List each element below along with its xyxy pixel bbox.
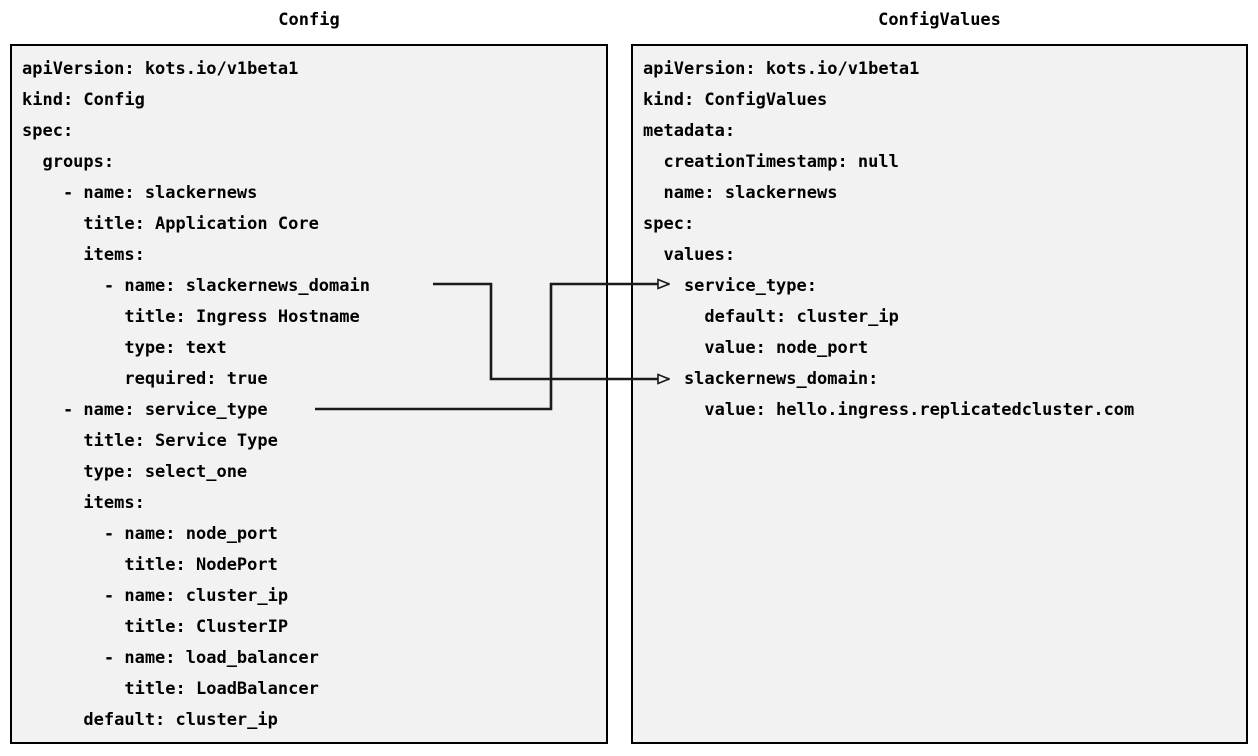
configvalues-yaml-line-1: kind: ConfigValues bbox=[643, 90, 828, 110]
configvalues-yaml-line-2: metadata: bbox=[643, 121, 736, 141]
config-yaml-line-1: kind: Config bbox=[22, 90, 145, 110]
config-yaml-text: apiVersion: kots.io/v1beta1 kind: Config s… bbox=[22, 54, 370, 736]
config-yaml-line-9: type: text bbox=[22, 338, 227, 358]
config-yaml-line-12: title: Service Type bbox=[22, 431, 278, 451]
config-yaml-line-15: - name: node_port bbox=[22, 524, 278, 544]
configvalues-yaml-line-3: creationTimestamp: null bbox=[643, 152, 899, 172]
configvalues-yaml-line-10: slackernews_domain: bbox=[643, 369, 879, 389]
configvalues-yaml-line-9: value: node_port bbox=[643, 338, 869, 358]
configvalues-yaml-text: apiVersion: kots.io/v1beta1 kind: ConfigV… bbox=[643, 54, 1134, 426]
config-yaml-line-4: - name: slackernews bbox=[22, 183, 258, 203]
configvalues-yaml-line-8: default: cluster_ip bbox=[643, 307, 899, 327]
config-yaml-line-5: title: Application Core bbox=[22, 214, 319, 234]
configvalues-yaml-line-11: value: hello.ingress.replicatedcluster.c… bbox=[643, 400, 1135, 420]
config-yaml-line-17: - name: cluster_ip bbox=[22, 586, 289, 606]
config-yaml-line-20: title: LoadBalancer bbox=[22, 679, 319, 699]
configvalues-yaml-line-6: values: bbox=[643, 245, 736, 265]
config-yaml-line-13: type: select_one bbox=[22, 462, 248, 482]
config-yaml-line-0: apiVersion: kots.io/v1beta1 bbox=[22, 59, 299, 79]
config-yaml-line-10: required: true bbox=[22, 369, 268, 389]
configvalues-yaml-line-0: apiVersion: kots.io/v1beta1 bbox=[643, 59, 920, 79]
configvalues-panel-title: ConfigValues bbox=[878, 10, 1001, 30]
config-yaml-line-11: - name: service_type bbox=[22, 400, 268, 420]
config-yaml-line-8: title: Ingress Hostname bbox=[22, 307, 360, 327]
configvalues-yaml-line-7: service_type: bbox=[643, 276, 817, 296]
config-yaml-line-21: default: cluster_ip bbox=[22, 710, 278, 730]
config-yaml-line-18: title: ClusterIP bbox=[22, 617, 289, 637]
config-yaml-line-7: - name: slackernews_domain bbox=[22, 276, 370, 296]
config-yaml-line-3: groups: bbox=[22, 152, 115, 172]
config-yaml-line-2: spec: bbox=[22, 121, 74, 141]
config-panel-title: Config bbox=[278, 10, 340, 30]
configvalues-yaml-line-4: name: slackernews bbox=[643, 183, 838, 203]
config-yaml-line-19: - name: load_balancer bbox=[22, 648, 319, 668]
config-panel: apiVersion: kots.io/v1beta1 kind: Config s… bbox=[10, 44, 608, 744]
config-yaml-line-16: title: NodePort bbox=[22, 555, 278, 575]
config-yaml-line-6: items: bbox=[22, 245, 145, 265]
configvalues-yaml-line-5: spec: bbox=[643, 214, 695, 234]
configvalues-panel: apiVersion: kots.io/v1beta1 kind: ConfigV… bbox=[631, 44, 1248, 744]
config-yaml-line-14: items: bbox=[22, 493, 145, 513]
